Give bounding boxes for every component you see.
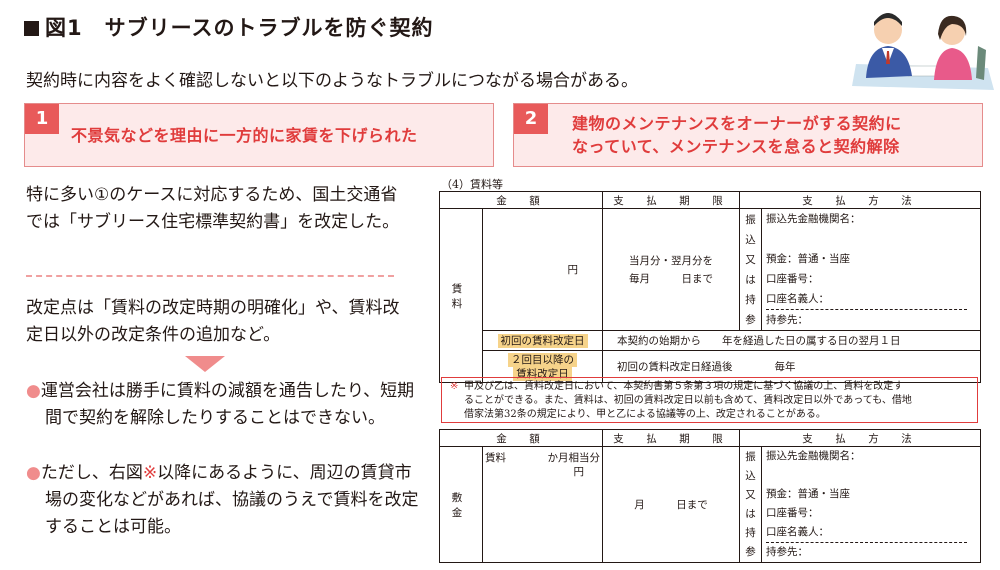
bullet-1-text: 運営会社は勝手に賃料の減額を通告したり、短期間で契約を解除したりすることはできな… [40, 381, 415, 428]
vert-char: 又 [745, 253, 756, 266]
rent-yen: 円 [482, 208, 603, 331]
rent-table: 金 額 支 払 期 限 支 払 方 法 賃 料 円 当月分・翌月分を 毎月 日ま… [439, 191, 981, 383]
deposit-period: 月 日まで [602, 446, 740, 563]
vert-char: は [745, 273, 756, 286]
account-holder-field: 口座名義人： [766, 523, 968, 543]
deposit-method-vertical: 振 込 又 は 持 参 [739, 446, 762, 563]
vert-char: 参 [745, 313, 756, 326]
vert-char: 振 [745, 213, 756, 226]
rent-period-line2: 毎月 日まで [629, 272, 713, 285]
bullet-2-text-a: ただし、右図 [40, 463, 143, 483]
account-type-field: 預金：普通・当座 [766, 253, 850, 265]
intro-text: 契約時に内容をよく確認しないと以下のようなトラブルにつながる場合がある。 [26, 71, 638, 91]
trouble-box-2: 2 建物のメンテナンスをオーナーがする契約に なっていて、メンテナンスを怠ると契… [513, 103, 983, 167]
dashed-divider [26, 275, 394, 277]
first-revision-label: 初回の賃料改定日 [497, 333, 588, 348]
pay-place-field: 持参先： [766, 546, 808, 558]
bullet-dot-icon: ● [26, 463, 41, 483]
bank-blank [766, 229, 978, 249]
vert-char: 振 [745, 450, 756, 463]
col-amount: 金 額 [439, 191, 603, 209]
trouble-number-2: 2 [514, 104, 548, 134]
trouble-text-1: 不景気などを理由に一方的に家賃を下げられた [71, 126, 418, 145]
deposit-table: 金 額 支 払 期 限 支 払 方 法 敷 金 賃料か月相当分 円 月 日まで … [439, 429, 981, 563]
vert-char: 持 [745, 526, 756, 539]
trouble-number-1: 1 [25, 104, 59, 134]
bank-blank [766, 466, 978, 485]
deposit-label: 敷 金 [439, 446, 483, 563]
bullet-2-text-b: 以降にあるように、周辺の賃貸市場の変化などがあれば、協議のうえで賃料を改定するこ… [45, 463, 419, 537]
bank-name-field: 振込先金融機関名： [766, 213, 861, 225]
rent-revision-note: ※ 甲及び乙は、賃料改定日において、本契約書第５条第３項の規定に基づく協議の上、… [441, 377, 978, 423]
trouble-text-2-line2: なっていて、メンテナンスを怠ると契約解除 [572, 137, 900, 156]
first-revision-text: 本契約の始期から 年を経過した日の属する日の翌月１日 [602, 330, 981, 351]
explanation-paragraph-2: 改定点は「賃料の改定時期の明確化」や、賃料改定日以外の改定条件の追加など。 [26, 298, 400, 345]
deposit-yen: 円 [573, 466, 585, 478]
note-line-3: 借家法第32条の規定により、甲と乙による協議等の上、改定されることがある。 [464, 409, 826, 420]
account-type-field: 預金：普通・当座 [766, 488, 850, 500]
trouble-box-1: 1 不景気などを理由に一方的に家賃を下げられた [24, 103, 494, 167]
later-revision-label-1: ２回目以降の [508, 352, 577, 367]
note-mark-icon: ※ [450, 381, 459, 392]
col-amount: 金 額 [439, 429, 603, 447]
bank-details: 振込先金融機関名： 預金：普通・当座 口座番号： 口座名義人： 持参先： [761, 208, 981, 331]
bullet-dot-icon: ● [26, 381, 41, 401]
form-section-title: （4）賃料等 [441, 178, 503, 191]
note-mark: ※ [142, 463, 158, 483]
note-line-1: 甲及び乙は、賃料改定日において、本契約書第５条第３項の規定に基づく協議の上、賃料… [464, 381, 904, 392]
account-holder-field: 口座名義人： [766, 289, 968, 310]
payment-method-vertical: 振 込 又 は 持 参 [739, 208, 762, 331]
bullet-item-2: ●ただし、右図※以降にあるように、周辺の賃貸市場の変化などがあれば、協議のうえで… [26, 460, 420, 541]
figure-title: 図1 サブリースのトラブルを防ぐ契約 [24, 12, 434, 42]
vert-char: 持 [745, 293, 756, 306]
pay-place-field: 持参先： [766, 314, 808, 326]
vert-char: は [745, 507, 756, 520]
title-square-icon [24, 21, 39, 36]
vert-char: 込 [745, 469, 756, 482]
rent-period: 当月分・翌月分を 毎月 日まで [602, 208, 740, 331]
col-method: 支 払 方 法 [739, 429, 981, 447]
people-consulting-illustration [852, 13, 994, 90]
rent-label: 賃 料 [439, 208, 483, 383]
bank-name-field: 振込先金融機関名： [766, 450, 861, 462]
trouble-text-2: 建物のメンテナンスをオーナーがする契約に なっていて、メンテナンスを怠ると契約解… [572, 112, 902, 158]
note-line-2: ることができる。また、賃料は、初回の賃料改定日以前も含めて、賃料改定日以外であっ… [464, 395, 912, 406]
vert-char: 込 [745, 233, 756, 246]
explanation-paragraph-1: 特に多い①のケースに対応するため、国土交通省では「サブリース住宅標準契約書」を改… [26, 185, 400, 232]
deposit-rent-text: 賃料 [485, 452, 506, 464]
figure-title-text: 図1 サブリースのトラブルを防ぐ契約 [45, 16, 434, 40]
col-method: 支 払 方 法 [739, 191, 981, 209]
col-period: 支 払 期 限 [602, 191, 740, 209]
down-arrow-icon [185, 356, 225, 372]
first-revision-label-cell: 初回の賃料改定日 [482, 330, 603, 351]
deposit-amount: 賃料 か月相当分 円 [482, 446, 603, 563]
account-number-field: 口座番号： [766, 273, 819, 285]
rent-period-line1: 当月分・翌月分を [629, 254, 713, 267]
vert-char: 又 [745, 488, 756, 501]
bullet-item-1: ●運営会社は勝手に賃料の減額を通告したり、短期間で契約を解除したりすることはでき… [26, 378, 420, 432]
vert-char: 参 [745, 545, 756, 558]
deposit-bank-details: 振込先金融機関名： 預金：普通・当座 口座番号： 口座名義人： 持参先： [761, 446, 981, 563]
col-period: 支 払 期 限 [602, 429, 740, 447]
trouble-text-2-line1: 建物のメンテナンスをオーナーがする契約に [572, 114, 902, 133]
account-number-field: 口座番号： [766, 507, 819, 519]
deposit-months-text: か月相当分 [547, 452, 601, 464]
